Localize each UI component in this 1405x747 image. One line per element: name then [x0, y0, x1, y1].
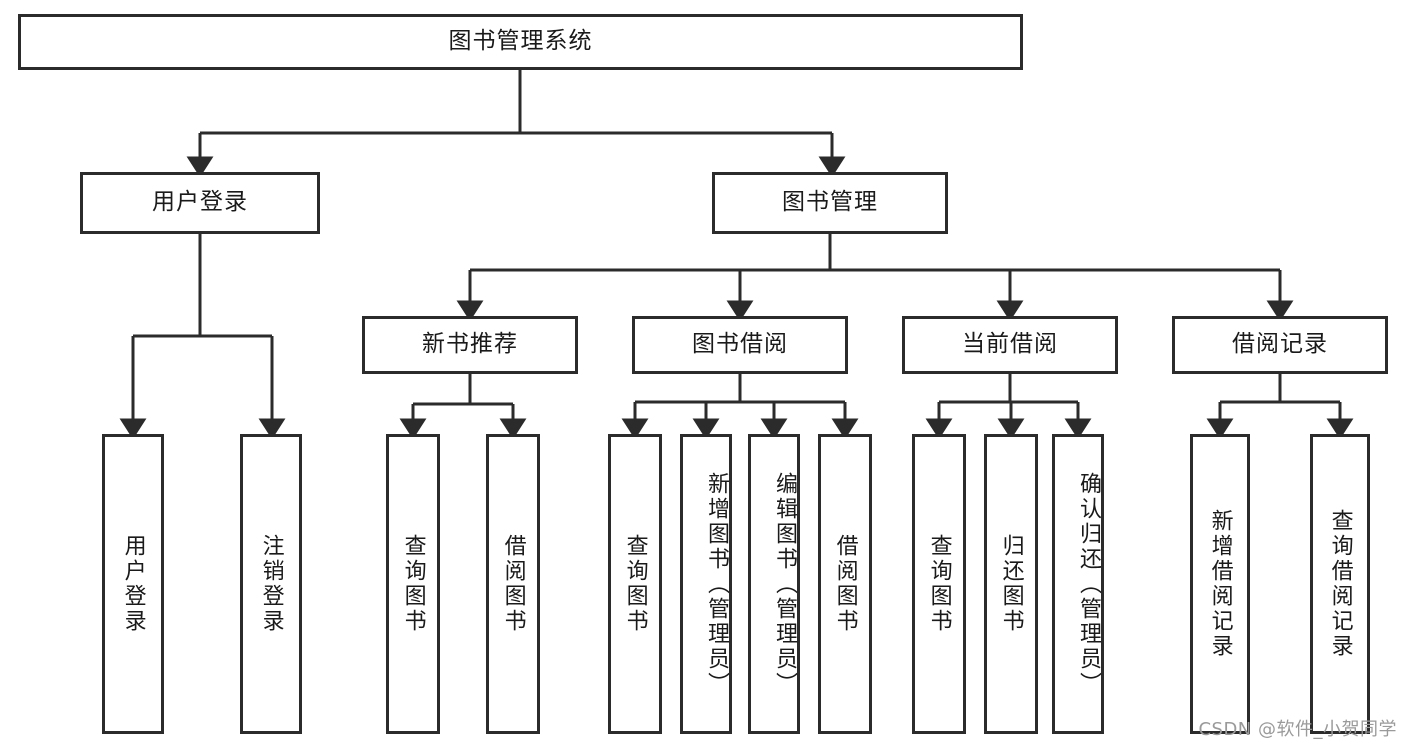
node-borrow-record[interactable]: 借阅记录	[1172, 316, 1388, 374]
node-user-login[interactable]: 用户登录	[80, 172, 320, 234]
leaf-query-book-2[interactable]: 查询图书	[608, 434, 662, 734]
node-current-borrow[interactable]: 当前借阅	[902, 316, 1118, 374]
node-book-borrow[interactable]: 图书借阅	[632, 316, 848, 374]
node-borrow-record-label: 借阅记录	[1232, 331, 1328, 358]
leaf-return-book[interactable]: 归还图书	[984, 434, 1038, 734]
leaf-confirm-return-label: 确认归还（管理员）	[1076, 471, 1101, 697]
leaf-borrow-book-2[interactable]: 借阅图书	[818, 434, 872, 734]
leaf-add-record[interactable]: 新增借阅记录	[1190, 434, 1250, 734]
leaf-add-book-label: 新增图书（管理员）	[704, 471, 729, 697]
leaf-query-record-label: 查询借阅记录	[1327, 509, 1353, 659]
node-new-book-recommend-label: 新书推荐	[422, 331, 518, 358]
leaf-query-book-2-label: 查询图书	[622, 534, 648, 634]
leaf-logout-label: 注销登录	[258, 534, 284, 634]
leaf-query-book-3-label: 查询图书	[926, 534, 952, 634]
leaf-add-record-label: 新增借阅记录	[1207, 509, 1233, 659]
node-root[interactable]: 图书管理系统	[18, 14, 1023, 70]
leaf-edit-book-label: 编辑图书（管理员）	[772, 471, 797, 697]
leaf-user-login-label: 用户登录	[120, 534, 146, 634]
leaf-query-book-1-label: 查询图书	[400, 534, 426, 634]
leaf-edit-book[interactable]: 编辑图书（管理员）	[748, 434, 800, 734]
leaf-user-login[interactable]: 用户登录	[102, 434, 164, 734]
leaf-return-book-label: 归还图书	[998, 534, 1024, 634]
leaf-logout[interactable]: 注销登录	[240, 434, 302, 734]
node-book-manage[interactable]: 图书管理	[712, 172, 948, 234]
node-root-label: 图书管理系统	[448, 28, 593, 55]
node-book-manage-label: 图书管理	[782, 189, 878, 216]
node-current-borrow-label: 当前借阅	[962, 331, 1058, 358]
node-new-book-recommend[interactable]: 新书推荐	[362, 316, 578, 374]
watermark: CSDN @软件_小贺同学	[1198, 719, 1397, 740]
leaf-borrow-book-2-label: 借阅图书	[832, 534, 858, 634]
leaf-borrow-book-1-label: 借阅图书	[500, 534, 526, 634]
leaf-add-book[interactable]: 新增图书（管理员）	[680, 434, 732, 734]
leaf-query-book-1[interactable]: 查询图书	[386, 434, 440, 734]
leaf-query-record[interactable]: 查询借阅记录	[1310, 434, 1370, 734]
leaf-confirm-return[interactable]: 确认归还（管理员）	[1052, 434, 1104, 734]
node-book-borrow-label: 图书借阅	[692, 331, 788, 358]
leaf-borrow-book-1[interactable]: 借阅图书	[486, 434, 540, 734]
node-user-login-label: 用户登录	[152, 189, 248, 216]
leaf-query-book-3[interactable]: 查询图书	[912, 434, 966, 734]
